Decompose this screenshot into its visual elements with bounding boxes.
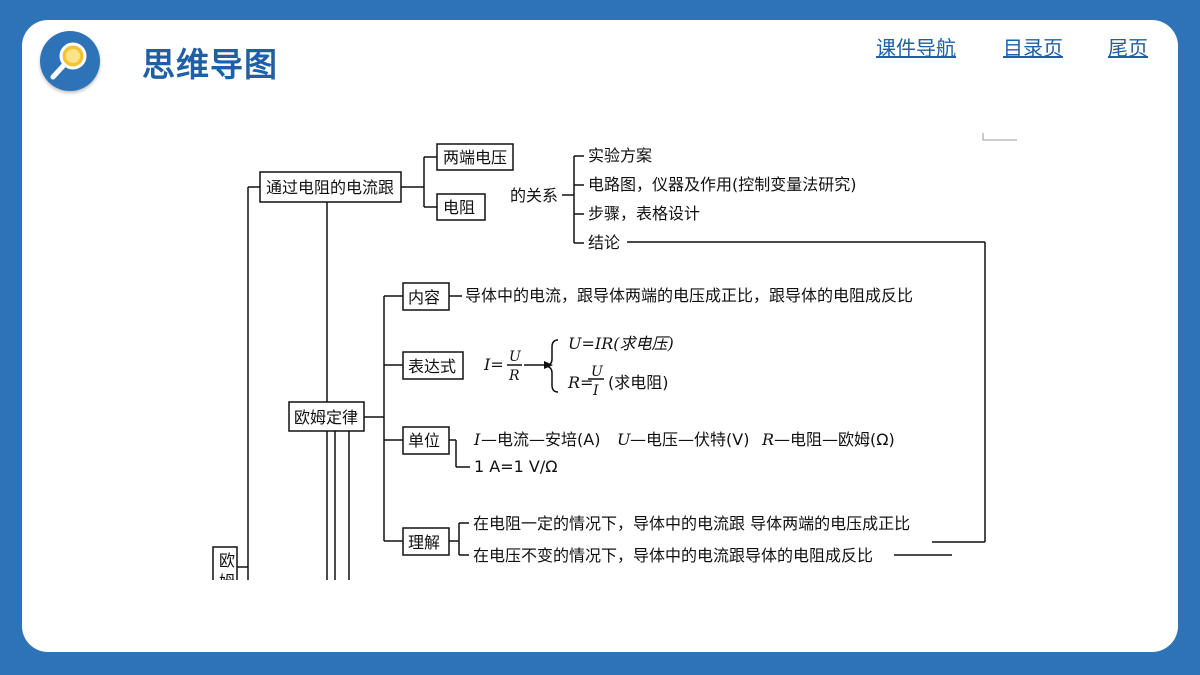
formula-numerator: U bbox=[509, 349, 522, 365]
understanding-box-label: 理解 bbox=[408, 533, 440, 552]
content-box-label: 内容 bbox=[408, 288, 440, 307]
mind-map-svg: 欧 姆 通过电阻的电流跟 两端电压 电阻 的关系 实验方案 电路图，仪器及作用(… bbox=[212, 133, 1017, 580]
corner-mark bbox=[982, 133, 1017, 141]
experiment-item-3: 步骤，表格设计 bbox=[588, 204, 700, 223]
branch2-label: 欧姆定律 bbox=[294, 408, 358, 427]
root-label-char-1: 欧 bbox=[219, 551, 235, 570]
resistance-box-label: 电阻 bbox=[443, 198, 475, 217]
resistance-numerator: U bbox=[591, 364, 604, 380]
unit-i-text: —电流—安培(A) bbox=[481, 430, 600, 449]
content-text: 导体中的电流，跟导体两端的电压成正比，跟导体的电阻成反比 bbox=[465, 286, 913, 305]
understanding-item-2: 在电压不变的情况下，导体中的电流跟导体的电阻成反比 bbox=[473, 546, 873, 565]
understanding-item-1: 在电阻一定的情况下，导体中的电流跟 导体两端的电压成正比 bbox=[473, 514, 910, 533]
expression-box-label: 表达式 bbox=[408, 357, 456, 376]
unit-r-text: —电阻—欧姆(Ω) bbox=[774, 430, 895, 449]
formula-denominator: R bbox=[508, 368, 520, 384]
magnifier-icon bbox=[50, 42, 87, 80]
connector-lines bbox=[212, 143, 986, 580]
nav-link-last-page[interactable]: 尾页 bbox=[1108, 36, 1148, 60]
nav-link-contents[interactable]: 目录页 bbox=[1003, 36, 1063, 60]
nav-link-courseware[interactable]: 课件导航 bbox=[876, 36, 956, 60]
voltage-formula: U=IR(求电压) bbox=[568, 334, 674, 353]
page-title: 思维导图 bbox=[142, 45, 278, 84]
magnifier-logo bbox=[40, 31, 100, 91]
relation-label: 的关系 bbox=[510, 186, 558, 205]
mind-map: 欧 姆 通过电阻的电流跟 两端电压 电阻 的关系 实验方案 电路图，仪器及作用(… bbox=[212, 125, 1032, 580]
slide-card: 思维导图 课件导航 目录页 尾页 bbox=[22, 20, 1178, 652]
voltage-box-label: 两端电压 bbox=[443, 148, 507, 167]
resistance-formula-lhs: R= bbox=[567, 373, 593, 392]
experiment-item-4: 结论 bbox=[588, 233, 620, 252]
unit-relation: 1 A=1 V/Ω bbox=[474, 457, 557, 476]
unit-i-symbol: I bbox=[473, 430, 481, 449]
unit-box-label: 单位 bbox=[408, 431, 440, 450]
root-label-char-2: 姆 bbox=[219, 572, 235, 580]
experiment-item-2: 电路图，仪器及作用(控制变量法研究) bbox=[588, 175, 857, 194]
unit-u-text: —电压—伏特(V) bbox=[630, 430, 749, 449]
resistance-note: (求电阻) bbox=[608, 373, 669, 392]
branch1-label: 通过电阻的电流跟 bbox=[266, 178, 394, 197]
arrow-head bbox=[544, 361, 553, 369]
unit-u-symbol: U bbox=[617, 430, 631, 449]
experiment-item-1: 实验方案 bbox=[588, 146, 652, 165]
unit-r-symbol: R bbox=[761, 430, 774, 449]
formula-lhs: I= bbox=[483, 355, 504, 374]
resistance-denominator: I bbox=[592, 383, 599, 399]
